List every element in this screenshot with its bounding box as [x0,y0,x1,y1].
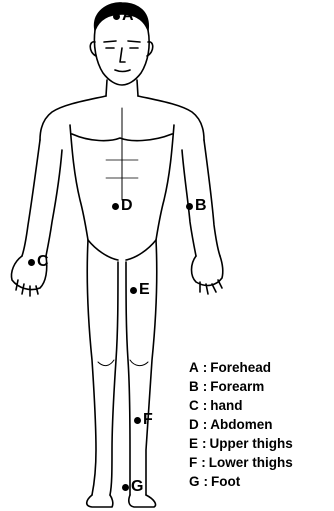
legend-item: E:Upper thighs [189,434,334,453]
marker-label: C [37,254,49,270]
legend-letter: D [189,415,199,434]
mouth [115,70,130,72]
marker-dot [130,287,137,294]
marker-label: A [122,8,134,24]
torso-right [156,125,174,240]
legend-letter: B [189,377,199,396]
marker-dot [122,484,129,491]
marker-b: B [186,198,207,214]
marker-label: E [139,282,150,298]
marker-a: A [113,8,134,24]
legend-text: Abdomen [210,415,272,434]
nose [120,48,125,62]
left-arm-inner [46,150,62,256]
legend-letter: G [189,472,200,491]
legend-separator: : [202,434,207,453]
legend-item: F:Lower thighs [189,453,334,472]
right-leg-outer [146,240,157,495]
legend-text: hand [210,396,242,415]
right-hand [192,256,223,294]
neck [106,80,138,96]
marker-dot [112,203,119,210]
legend-item: D:Abdomen [189,415,334,434]
marker-dot [113,13,120,20]
marker-label: B [195,198,207,214]
eyebrows [104,41,140,42]
marker-dot [134,417,141,424]
legend-item: C:hand [189,396,334,415]
legend-item: A:Forehead [189,358,334,377]
knees [98,360,148,366]
marker-e: E [130,282,150,298]
legend-letter: E [189,434,198,453]
right-shoulder [138,96,204,140]
marker-f: F [134,412,153,428]
right-foot [129,495,156,507]
legend-text: Forearm [210,377,264,396]
legend-separator: : [203,377,208,396]
legend-letter: A [189,358,199,377]
marker-d: D [112,198,133,214]
legend-letter: F [189,453,197,472]
legend-item: G:Foot [189,472,334,491]
marker-label: F [143,412,153,428]
marker-label: G [131,479,143,495]
legend-separator: : [204,472,209,491]
marker-g: G [122,479,143,495]
head-outline [94,30,149,85]
legend-separator: : [201,453,206,472]
legend-separator: : [203,415,208,434]
marker-label: D [121,198,133,214]
marker-c: C [28,254,49,270]
legend-separator: : [203,396,208,415]
left-shoulder [40,96,106,140]
legend-text: Forehead [210,358,271,377]
pelvis [88,240,156,260]
legend-text: Lower thighs [209,453,293,472]
left-leg-inner [110,262,118,495]
torso-left [70,125,88,240]
legend-text: Upper thighs [210,434,293,453]
marker-dot [28,259,35,266]
left-leg-outer [87,240,96,495]
legend-item: B:Forearm [189,377,334,396]
legend-text: Foot [211,472,240,491]
left-foot [87,495,113,507]
legend: A:Forehead B:Forearm C:hand D:Abdomen E:… [189,358,334,491]
legend-separator: : [203,358,208,377]
legend-letter: C [189,396,199,415]
left-arm-outer [22,140,40,256]
marker-dot [186,203,193,210]
